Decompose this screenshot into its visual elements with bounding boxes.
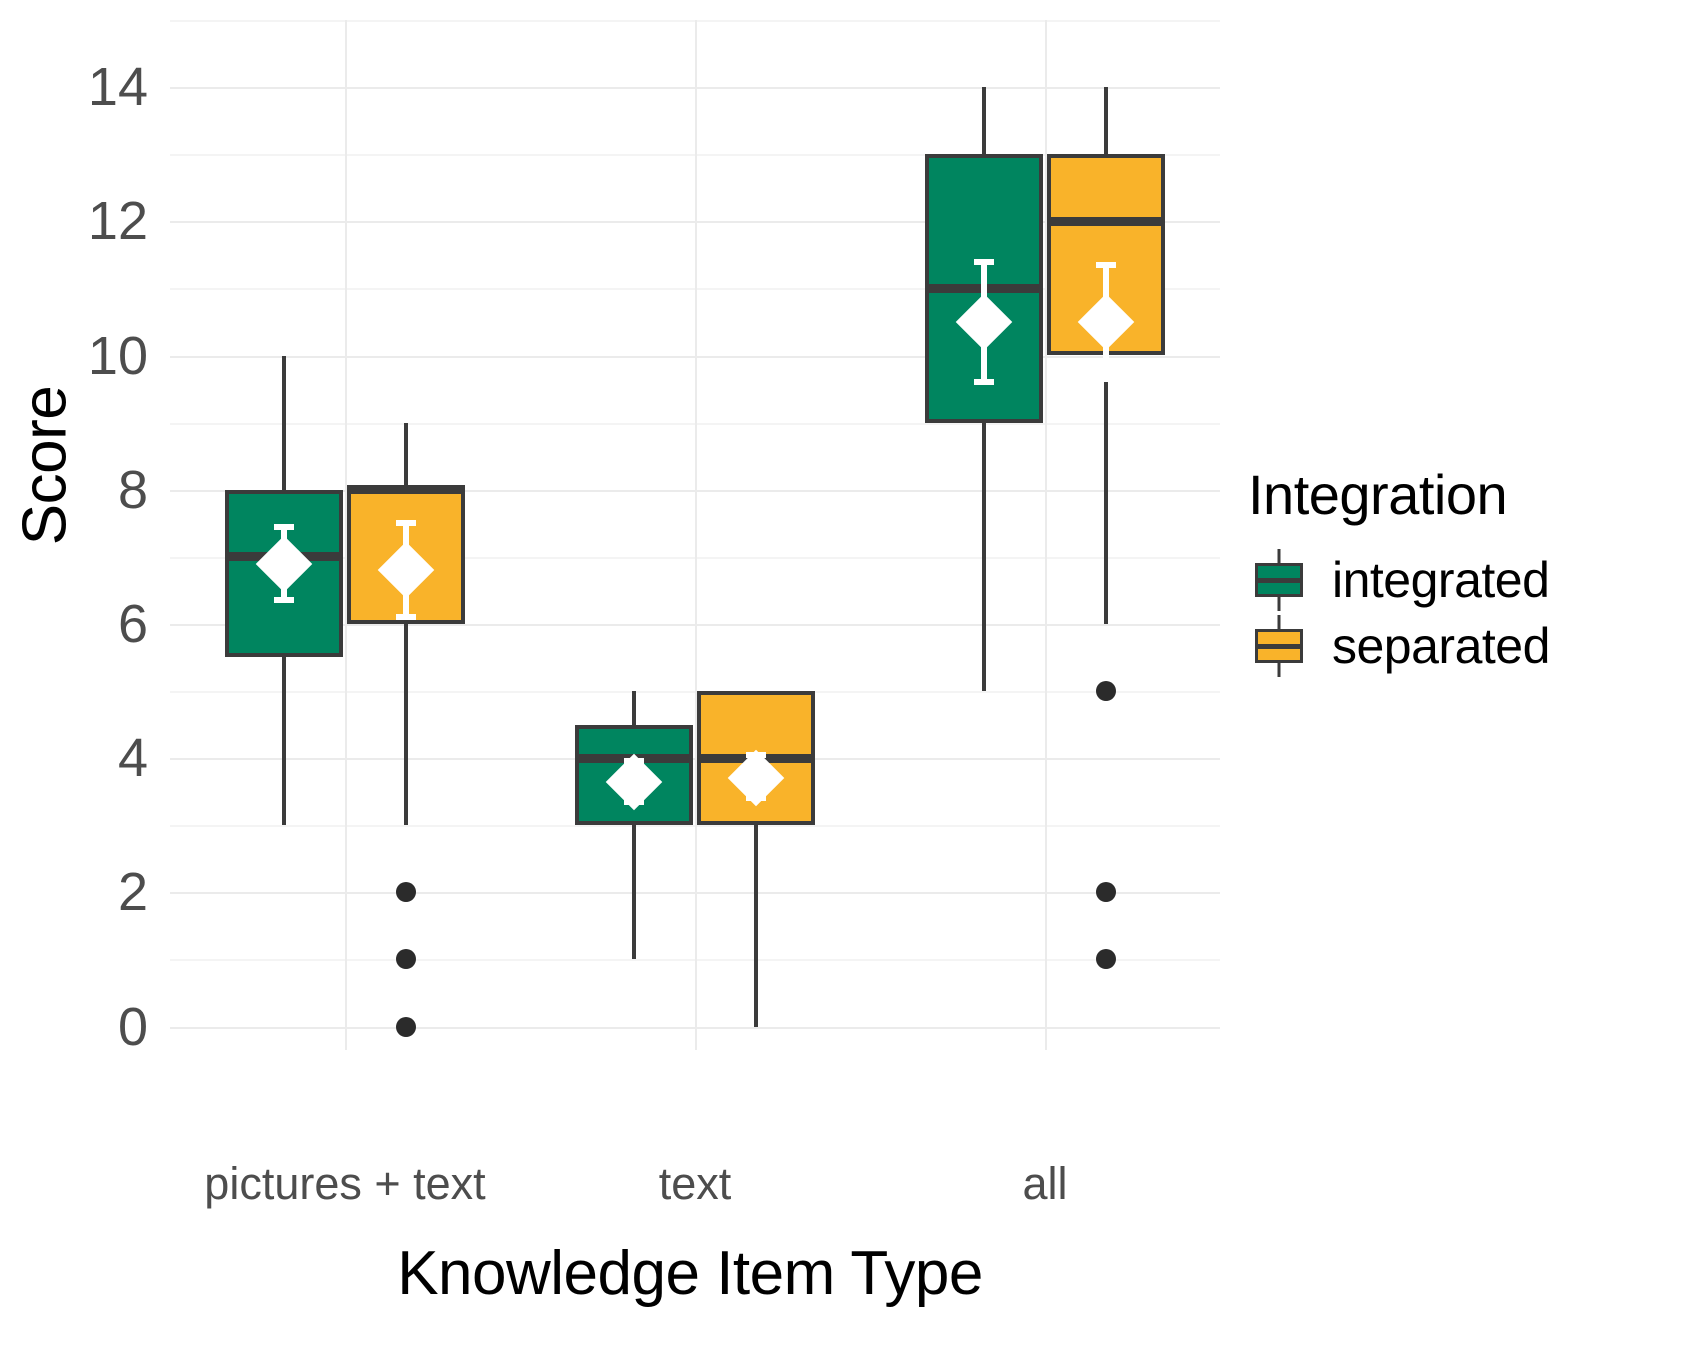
y-axis-tick-label: 2	[117, 862, 148, 923]
x-axis-tick-label: pictures + text	[204, 1158, 486, 1209]
legend-item-label: integrated	[1332, 552, 1550, 608]
gridline-vertical	[695, 20, 697, 1050]
boxplot-ci-cap	[274, 523, 294, 530]
legend-title: Integration	[1248, 463, 1508, 526]
y-axis-tick-labels: 0 2 4 6 8 10 12 14	[0, 0, 148, 1360]
legend-key-icon	[1248, 615, 1310, 677]
legend-items: integrated separated	[1248, 547, 1668, 679]
boxplot-outlier-point	[396, 882, 416, 903]
legend-median-line	[1255, 578, 1303, 583]
legend-item-integrated[interactable]: integrated	[1248, 547, 1668, 613]
y-axis-tick-label: 4	[117, 728, 148, 789]
legend-whisker-top	[1277, 549, 1281, 565]
boxplot-outlier-point	[1096, 882, 1116, 903]
boxplot-integrated-text[interactable]	[170, 20, 1220, 1050]
boxplot-outlier-point	[1096, 681, 1116, 701]
boxplot-separated-text[interactable]	[170, 20, 1220, 1050]
boxplot-median-line	[347, 485, 465, 495]
legend-median-line	[1255, 644, 1303, 649]
boxplot-integrated-all[interactable]	[170, 20, 1220, 1050]
x-axis-tick-label: text	[658, 1158, 732, 1209]
boxplot-median-line	[1047, 216, 1165, 226]
x-axis-title: Knowledge Item Type	[397, 1239, 983, 1308]
y-axis-tick-label: 8	[117, 459, 148, 520]
y-axis-tick-label: 6	[117, 593, 148, 654]
legend-item-label: separated	[1332, 618, 1550, 674]
boxplot-whisker	[632, 691, 636, 960]
y-axis-tick-label: 0	[117, 996, 148, 1057]
boxplot-separated-all[interactable]	[170, 20, 1220, 1050]
y-axis-tick-label: 14	[87, 57, 148, 118]
boxplot-whisker	[404, 422, 408, 826]
boxplot-ci-cap	[974, 379, 994, 386]
legend-whisker-bottom	[1277, 661, 1281, 677]
legend-item-separated[interactable]: separated	[1248, 613, 1668, 679]
plot-panel	[170, 20, 1220, 1050]
boxplot-outlier-point	[396, 949, 416, 970]
boxplot-ci-cap	[974, 258, 994, 265]
gridline-vertical	[345, 20, 347, 1050]
x-axis-tick-label: all	[1022, 1158, 1068, 1209]
boxplot-ci-cap	[274, 597, 294, 604]
boxplot-separated-pictures-text[interactable]	[170, 20, 1220, 1050]
boxplot-ci-cap	[396, 520, 416, 527]
boxplot-ci-cap	[1096, 261, 1116, 268]
legend-whisker-top	[1277, 615, 1281, 631]
legend: Integration integrated separated	[1248, 462, 1668, 679]
y-axis-tick-label: 10	[87, 325, 148, 386]
legend-key-icon	[1248, 549, 1310, 611]
gridline-vertical	[1045, 20, 1047, 1050]
boxplot-whisker	[754, 691, 758, 1027]
boxplot-integrated-pictures-text[interactable]	[170, 20, 1220, 1050]
legend-whisker-bottom	[1277, 595, 1281, 611]
boxplot-ci-cap	[396, 614, 416, 621]
boxplot-outlier-point	[1096, 949, 1116, 970]
boxplot-ci-cap	[1096, 375, 1116, 382]
y-axis-tick-label: 12	[87, 191, 148, 252]
boxplot-outlier-point	[396, 1016, 416, 1037]
